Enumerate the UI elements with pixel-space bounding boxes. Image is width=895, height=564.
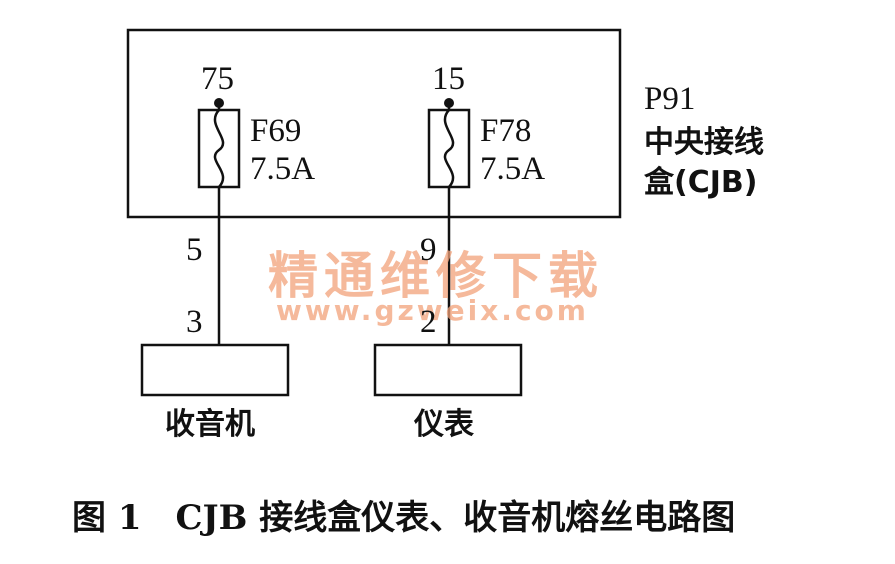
f69-wire-pin: 5 (186, 232, 203, 268)
connector-name-line2: 盒(CJB) (644, 165, 758, 200)
connector-name-line1: 中央接线 (644, 125, 764, 160)
watermark-url: www.gzweix.com (276, 294, 589, 327)
cluster-pin: 2 (420, 304, 437, 340)
fuse-f69-symbol (197, 98, 241, 189)
radio-pin: 3 (186, 304, 203, 340)
fuse-f78-symbol (427, 98, 471, 189)
cluster-label: 仪表 (414, 407, 474, 442)
f78-name: F78 (480, 113, 532, 149)
cjb-box-outline (126, 28, 622, 219)
radio-label: 收音机 (165, 407, 255, 442)
radio-box (140, 343, 290, 397)
cluster-box (373, 343, 523, 397)
f78-top-pin: 15 (432, 61, 465, 97)
f78-wire-pin: 9 (420, 232, 437, 268)
f69-rating: 7.5A (250, 151, 316, 187)
f78-rating: 7.5A (480, 151, 546, 187)
watermark-title: 精通维修下载 (268, 247, 604, 305)
figure-caption: 图 1 CJB 接线盒仪表、收音机熔丝电路图 (72, 498, 736, 538)
connector-id: P91 (644, 81, 696, 117)
f69-top-pin: 75 (201, 61, 234, 97)
f69-name: F69 (250, 113, 302, 149)
